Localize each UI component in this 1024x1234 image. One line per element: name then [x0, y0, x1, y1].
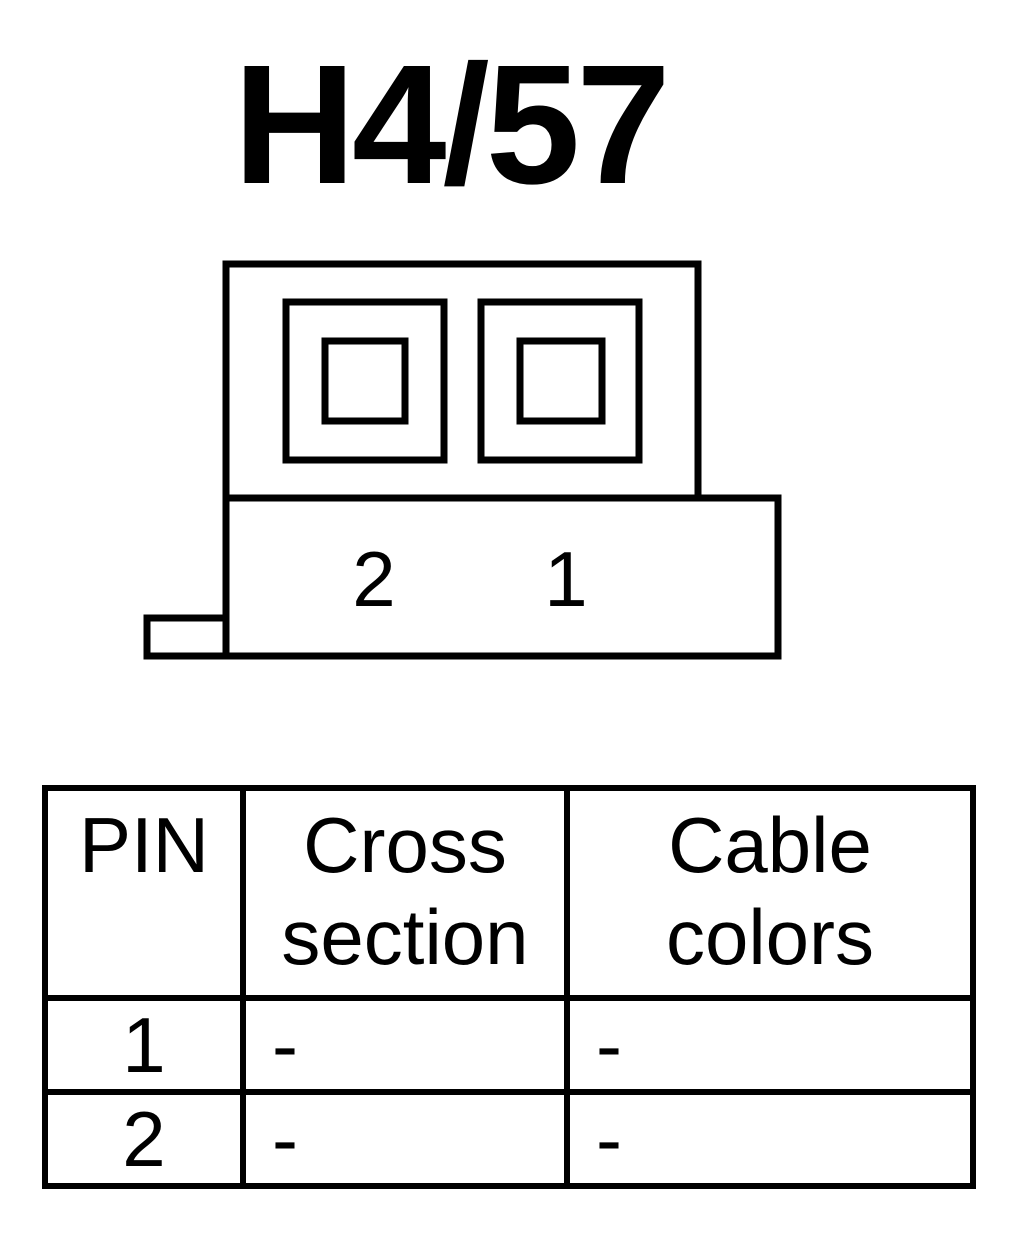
header-cable-colors-line1: Cable [668, 801, 872, 889]
pin-label-1: 1 [544, 535, 587, 623]
pin-cavity-1-outer [477, 298, 643, 464]
pin-cavity-2-inner [321, 337, 409, 425]
connector-lower-housing [222, 494, 782, 660]
connector-diagram: 2 1 [143, 260, 782, 660]
pin-number: 1 [42, 995, 246, 1095]
header-cross-section-line2: section [281, 893, 529, 981]
header-cross-section-line1: Cross [303, 801, 507, 889]
table-row: 1 - - [42, 995, 976, 1095]
pin-number: 2 [42, 1089, 246, 1189]
pin-label-2: 2 [352, 535, 395, 623]
cross-section-value: - [240, 1089, 570, 1189]
pin-cavity-1-inner [516, 337, 606, 425]
header-pin-label: PIN [78, 801, 210, 889]
cable-colors-value: - [564, 1089, 976, 1189]
pin-table: PIN Cross section Cable colors 1 - - 2 -… [42, 785, 976, 1189]
header-cable-colors-line2: colors [665, 893, 875, 981]
cable-colors-value: - [564, 995, 976, 1095]
header-pin: PIN [42, 785, 246, 1001]
pin-cavity-2-outer [282, 298, 448, 464]
header-cable-colors: Cable colors [564, 785, 976, 1001]
cross-section-value: - [240, 995, 570, 1095]
table-row: 2 - - [42, 1089, 976, 1189]
connector-title: H4/57 [233, 30, 671, 220]
table-header-row: PIN Cross section Cable colors [42, 785, 976, 1001]
connector-latch-tab [143, 614, 230, 660]
header-cross-section: Cross section [240, 785, 570, 1001]
